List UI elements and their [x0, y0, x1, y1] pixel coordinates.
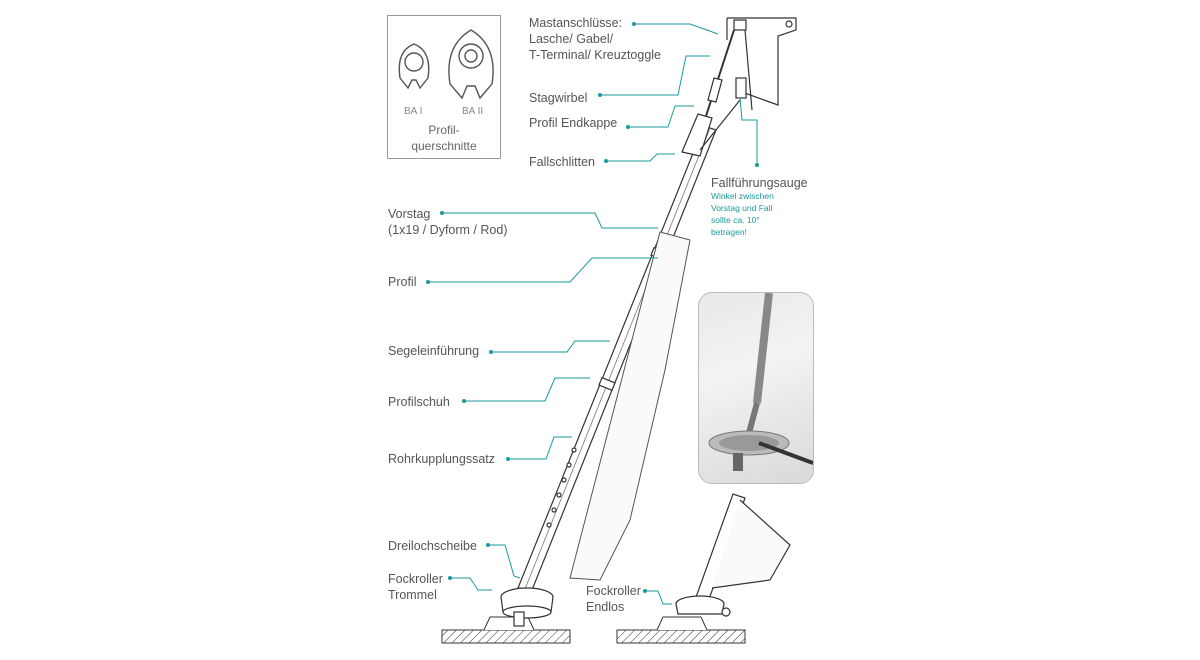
note-winkel: Winkel zwischen Vorstag und Fall sollte … — [711, 191, 774, 237]
label-stagwirbel: Stagwirbel — [529, 91, 588, 105]
label-profil-endkappe: Profil Endkappe — [529, 116, 618, 130]
label-fockroller-trommel: Fockroller Trommel — [388, 572, 443, 602]
label-mastanschluesse: Mastanschlüsse: Lasche/ Gabel/ T-Termina… — [529, 16, 662, 62]
leader-dots — [426, 22, 759, 593]
mast-head-fitting — [726, 17, 797, 111]
label-fockroller-endlos: Fockroller Endlos — [586, 584, 641, 614]
label-vorstag: Vorstag (1x19 / Dyform / Rod) — [388, 207, 508, 237]
ba1-profile-icon — [398, 29, 494, 100]
furling-drum — [500, 587, 554, 627]
label-dreilochscheibe: Dreilochscheibe — [388, 539, 477, 553]
drum-photo-inset — [698, 292, 814, 484]
drum-photo-illustration — [708, 293, 813, 471]
label-rohrkupplungssatz: Rohrkupplungssatz — [388, 452, 496, 466]
sail-outline — [569, 231, 691, 581]
ba2-label: BA II — [462, 106, 484, 117]
label-fallfuehrungsauge: Fallführungsauge — [711, 176, 808, 190]
ba1-label: BA I — [404, 106, 423, 117]
deck-base-trommel — [441, 616, 571, 644]
label-segeleinfuehrung: Segeleinführung — [388, 344, 480, 358]
label-fallschlitten: Fallschlitten — [529, 155, 595, 169]
deck-base-endlos — [616, 616, 746, 644]
label-profil: Profil — [388, 275, 417, 289]
inset-caption: Profil- querschnitte — [411, 123, 477, 153]
leader-lines — [428, 23, 758, 605]
endless-furler-detail — [675, 493, 791, 617]
label-profilschuh: Profilschuh — [388, 395, 450, 409]
halyard-line — [699, 99, 741, 151]
profile-cross-section-inset: BA I BA II Profil- querschnitte — [387, 15, 501, 159]
